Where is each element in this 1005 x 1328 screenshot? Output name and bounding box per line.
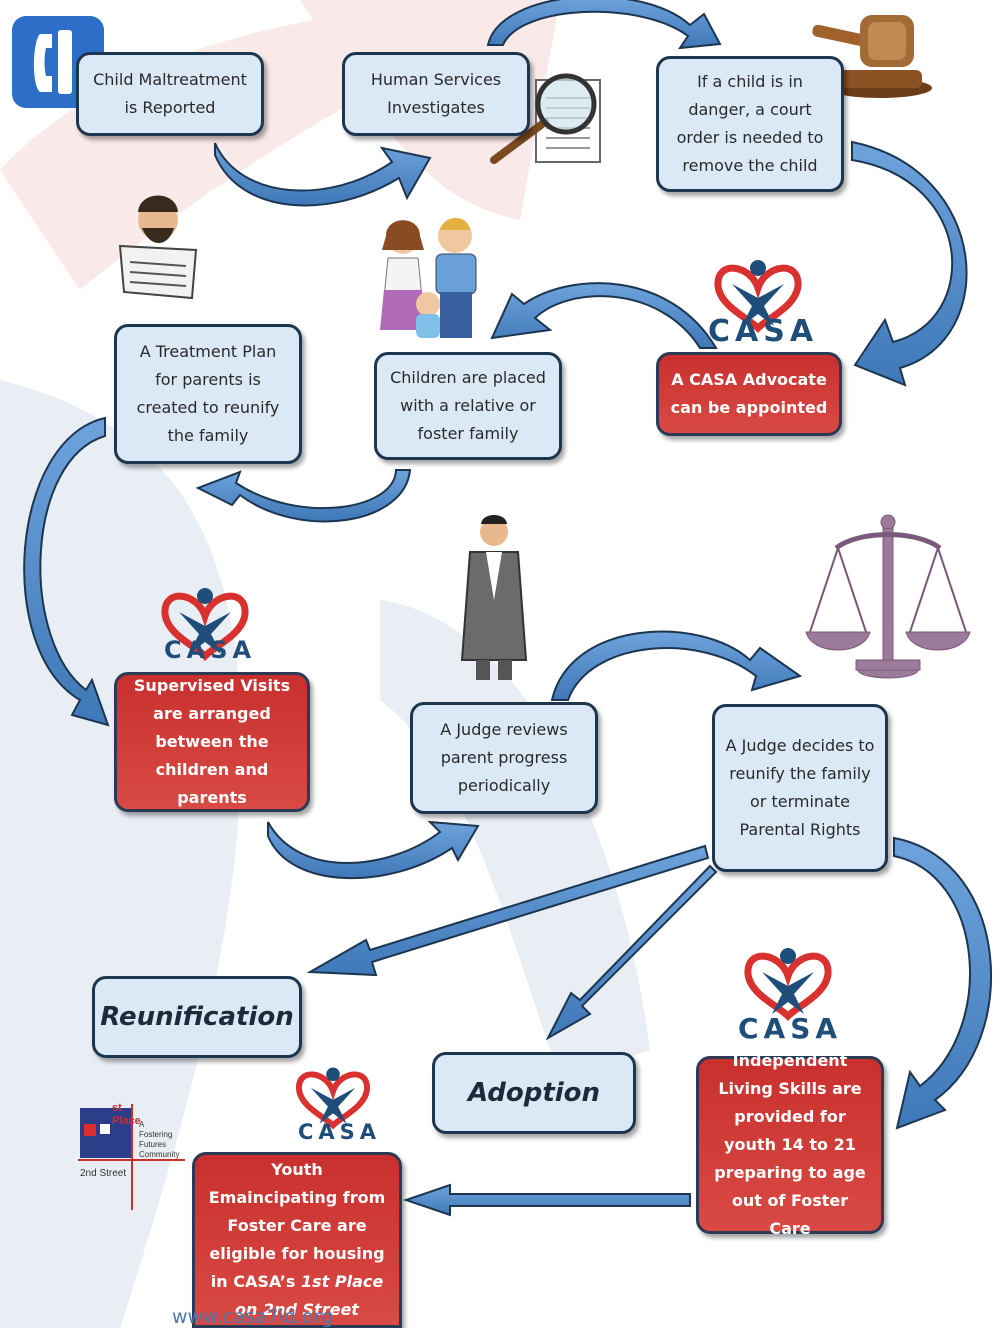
arrow-visits-to-judge-reviews xyxy=(267,818,480,880)
step-supervised-visits: Supervised Visits are arranged between t… xyxy=(114,672,310,812)
step-children-placed: Children are placed with a relative or f… xyxy=(374,352,562,460)
casa-wordmark-4: CASA xyxy=(298,1120,382,1144)
first-place-street: 2nd Street xyxy=(80,1168,127,1179)
step-label: A CASA Advocate can be appointed xyxy=(670,370,828,417)
first-place-tagline-4: Community xyxy=(139,1150,180,1159)
first-place-tagline-1: A xyxy=(139,1120,145,1129)
step-label: Child Maltreatment is Reported xyxy=(93,70,247,117)
step-child-maltreatment-reported: Child Maltreatment is Reported xyxy=(76,52,264,136)
casa-wordmark-2: CASA xyxy=(164,636,257,664)
arrow-decides-to-independent xyxy=(893,836,993,1130)
step-independent-living: Independent Living Skills are provided f… xyxy=(696,1051,884,1238)
casa-wordmark-1: CASA xyxy=(708,314,819,349)
arrow-placed-to-treatment xyxy=(195,469,412,523)
step-judge-decides: A Judge decides to reunify the family or… xyxy=(712,704,888,872)
step-treatment-plan: A Treatment Plan for parents is created … xyxy=(114,324,302,464)
step-label: Independent Living Skills are provided f… xyxy=(714,1051,866,1238)
parent-reading-newspaper-icon xyxy=(118,195,198,300)
step-youth-emancipating: Youth Emaincipating from Foster Care are… xyxy=(192,1152,402,1328)
first-place-tagline-3: Futures xyxy=(139,1140,167,1149)
scales-of-justice-icon xyxy=(805,514,971,679)
foster-family-icon xyxy=(380,218,477,338)
step-casa-advocate: A CASA Advocate can be appointed xyxy=(656,352,842,436)
arrow-advocate-to-placed xyxy=(490,282,718,349)
step-label: If a child is in danger, a court order i… xyxy=(676,72,824,175)
step-court-order: If a child is in danger, a court order i… xyxy=(656,56,844,192)
outcome-reunification: Reunification xyxy=(92,976,302,1058)
footer-url[interactable]: www.casa7id.org xyxy=(172,1306,334,1328)
magnifier-document-icon xyxy=(490,73,601,164)
step-label: Supervised Visits are arranged between t… xyxy=(133,676,291,807)
step-human-services-investigates: Human Services Investigates xyxy=(342,52,530,136)
casa-wordmark-3: CASA xyxy=(738,1012,843,1045)
arrow-decides-to-reunification xyxy=(306,844,710,977)
arrow-court-to-advocate xyxy=(851,140,968,387)
casa-logo-1 xyxy=(714,260,802,333)
casa-logo-3 xyxy=(744,948,832,1021)
step-judge-reviews: A Judge reviews parent progress periodic… xyxy=(410,702,598,814)
step-label: A Treatment Plan for parents is created … xyxy=(136,342,280,445)
arrow-decides-to-adoption xyxy=(545,864,718,1041)
step-label: Human Services Investigates xyxy=(370,70,502,117)
outcome-label: Adoption xyxy=(467,1078,601,1108)
gavel-icon xyxy=(812,15,932,98)
first-place-st: st xyxy=(112,1102,122,1114)
youth-text-place-name: 1st Place on 2nd Street xyxy=(235,1272,384,1319)
arrow-independent-to-youth xyxy=(402,1183,691,1217)
first-place-logo xyxy=(78,1104,185,1210)
judge-icon xyxy=(460,515,528,680)
step-label: A Judge reviews parent progress periodic… xyxy=(440,720,568,795)
arrow-investigates-to-court xyxy=(486,0,722,50)
arrow-reported-to-investigates xyxy=(214,142,432,207)
outcome-label: Reunification xyxy=(100,1002,294,1032)
youth-text: Youth Emaincipating from Foster Care are… xyxy=(205,1156,389,1324)
step-label: Children are placed with a relative or f… xyxy=(390,368,546,443)
casa-logo-2 xyxy=(161,588,249,661)
casa-logo-4 xyxy=(296,1067,370,1130)
outcome-adoption: Adoption xyxy=(432,1052,636,1134)
first-place-place: Place xyxy=(112,1115,141,1127)
step-label: A Judge decides to reunify the family or… xyxy=(725,736,875,839)
youth-text-prefix: Youth Emaincipating from Foster Care are… xyxy=(208,1160,386,1291)
arrow-reviews-to-decides xyxy=(550,630,803,701)
first-place-tagline-2: Fostering xyxy=(139,1130,173,1139)
arrow-treatment-to-visits xyxy=(23,416,110,727)
